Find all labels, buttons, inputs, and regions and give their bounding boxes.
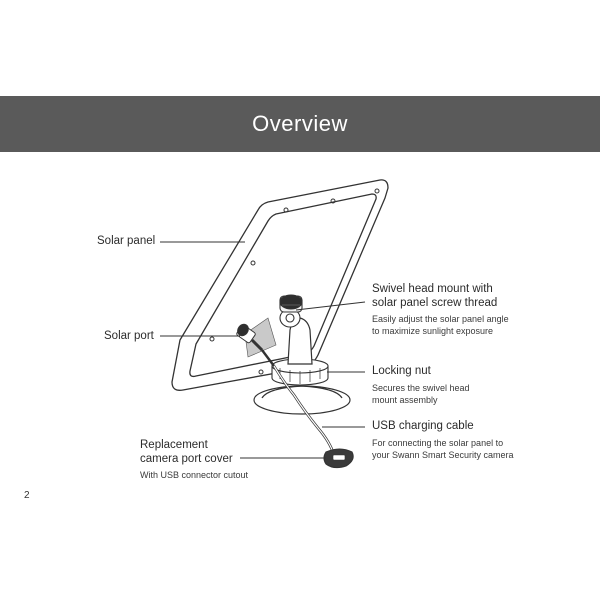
port-cover-title-line1: Replacement [140,439,208,451]
page-title: Overview [252,111,348,136]
port-cover-shape [323,448,354,469]
callout-port-cover: Replacement camera port cover With USB c… [140,439,248,481]
locking-nut-desc-line2: mount assembly [372,394,438,405]
locking-nut-desc-line1: Secures the swivel head [372,382,470,393]
panel-back-plate [244,317,277,358]
suction-cup-base [253,385,351,415]
swivel-title-line1: Swivel head mount with [372,283,493,295]
callout-locking-nut: Locking nut Secures the swivel head moun… [372,365,470,406]
callout-solar-port: Solar port [104,330,154,344]
locking-nut-description: Secures the swivel head mount assembly [372,382,470,406]
usb-cable-shape [272,365,336,456]
mounting-holes [209,188,380,375]
solar-port-label: Solar port [104,330,154,342]
leader-swivel [295,301,366,311]
usb-cable-title: USB charging cable [372,420,474,432]
solar-panel-label: Solar panel [97,235,156,247]
callout-leader-lines [160,241,366,459]
locking-nut-shape [271,358,329,386]
page-number: 2 [24,490,30,501]
callout-swivel-head: Swivel head mount with solar panel screw… [372,283,509,337]
swivel-head [279,294,303,328]
port-cover-title-line2: camera port cover [140,452,233,465]
swivel-title-line2: solar panel screw thread [372,296,498,309]
solar-panel-frame [171,179,389,391]
callout-usb-cable: USB charging cable For connecting the so… [372,420,514,461]
usb-cable-description: For connecting the solar panel to your S… [372,437,514,461]
swivel-desc-line1: Easily adjust the solar panel angle [372,314,509,324]
solar-port-connector [236,323,275,367]
usb-cable-desc-line1: For connecting the solar panel to [372,437,504,448]
port-cover-description: With USB connector cutout [140,470,249,480]
locking-nut-title: Locking nut [372,365,431,377]
swivel-desc-line2: to maximize sunlight exposure [372,326,494,336]
section-header-banner: Overview [0,96,600,152]
swivel-description: Easily adjust the solar panel angle to m… [372,313,509,337]
callout-solar-panel: Solar panel [97,235,155,249]
usb-cable-desc-line2: your Swann Smart Security camera [372,449,514,460]
